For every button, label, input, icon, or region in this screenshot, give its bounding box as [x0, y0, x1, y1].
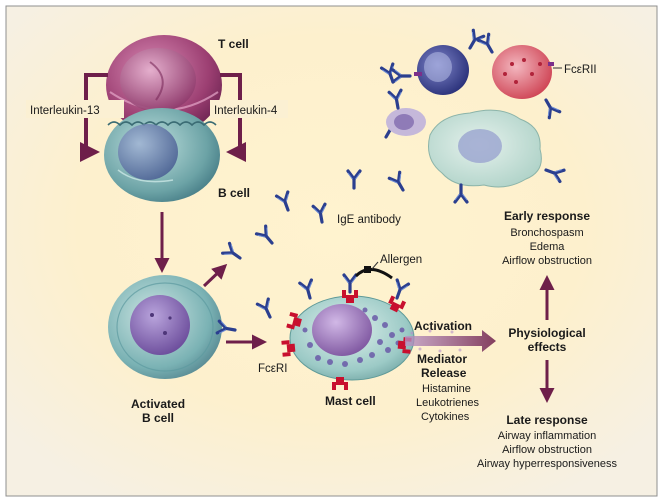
allergen-label: Allergen: [380, 254, 422, 266]
t-cell-label: T cell: [218, 37, 249, 51]
late-response-label: Late response: [506, 413, 588, 427]
activated-b-cell-label-line1: Activated: [131, 397, 185, 411]
ige-antibody-label: IgE antibody: [337, 214, 401, 226]
mediator-cytokines: Cytokines: [421, 411, 470, 423]
fce-ri-label: FcεRI: [258, 363, 287, 375]
allergen: [354, 266, 393, 280]
green-cell: [428, 109, 566, 204]
interleukin-13-label-bg: [26, 100, 124, 118]
activation-label: Activation: [414, 319, 472, 333]
activated-b-cell-label-line2: B cell: [142, 411, 174, 425]
allergen-pointer: [371, 261, 379, 270]
fce-rii-label: FcεRII: [564, 64, 597, 76]
dark-blue-cell: [391, 28, 486, 95]
late-response-item: Airflow obstruction: [502, 444, 592, 456]
mast-cell-label: Mast cell: [325, 394, 376, 408]
mediator-release-label-line2: Release: [421, 366, 467, 380]
early-response-item: Airflow obstruction: [502, 255, 592, 267]
late-response-item: Airway hyperresponsiveness: [477, 458, 618, 470]
activated-b-cell: [108, 275, 222, 379]
interleukin-4-label: Interleukin-4: [214, 105, 278, 117]
interleukin-13-label: Interleukin-13: [30, 105, 100, 117]
antibody-release-arrow: [202, 263, 228, 288]
physiological-effects-label-line1: Physiological: [508, 326, 585, 340]
early-response-item: Edema: [530, 241, 566, 253]
mediator-release-label-line1: Mediator: [417, 352, 467, 366]
b-cell: [104, 108, 220, 202]
interleukin-4-label-bg: [210, 100, 288, 118]
b-cell-label: B cell: [218, 186, 250, 200]
mediator-histamine: Histamine: [422, 383, 471, 395]
red-granular-cell: [476, 32, 562, 120]
early-response-label: Early response: [504, 209, 590, 223]
mediator-leukotrienes: Leukotrienes: [416, 397, 479, 409]
early-response-item: Bronchospasm: [510, 227, 583, 239]
t-cell: [106, 35, 222, 135]
small-lavender-cell: [386, 88, 426, 136]
physiological-effects-label-line2: effects: [528, 340, 567, 354]
mediator-release-arrow: [405, 329, 496, 353]
late-response-item: Airway inflammation: [498, 430, 596, 442]
